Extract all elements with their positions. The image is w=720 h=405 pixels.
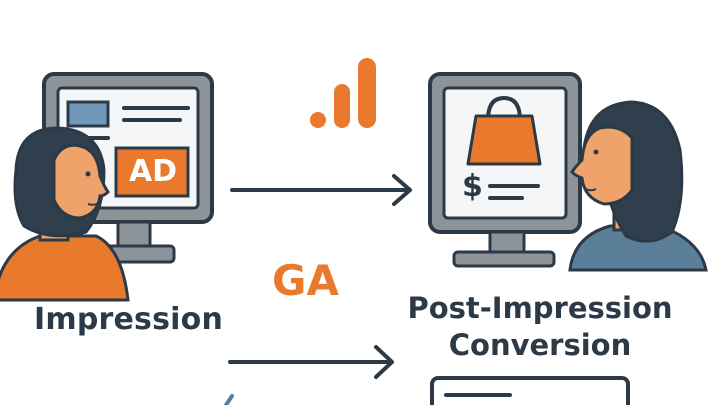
bottom-panel [430, 376, 630, 405]
left-person [0, 126, 130, 302]
analytics-bars-icon [310, 58, 376, 128]
impression-label: Impression [34, 302, 224, 337]
conversion-line: Conversion [448, 328, 632, 362]
right-monitor [428, 72, 582, 268]
shopping-bag-icon [466, 95, 542, 166]
arrow-right-icon [230, 174, 412, 206]
post-impression-conversion-label: Post-Impression Conversion [395, 290, 685, 364]
ga-label: GA [272, 256, 339, 305]
post-impression-line: Post-Impression [407, 291, 673, 325]
right-person [568, 100, 708, 272]
partial-mark [224, 394, 234, 405]
currency-symbol: $ [462, 169, 483, 204]
arrow-right-icon [228, 345, 394, 379]
ad-badge-text: AD [128, 154, 178, 189]
